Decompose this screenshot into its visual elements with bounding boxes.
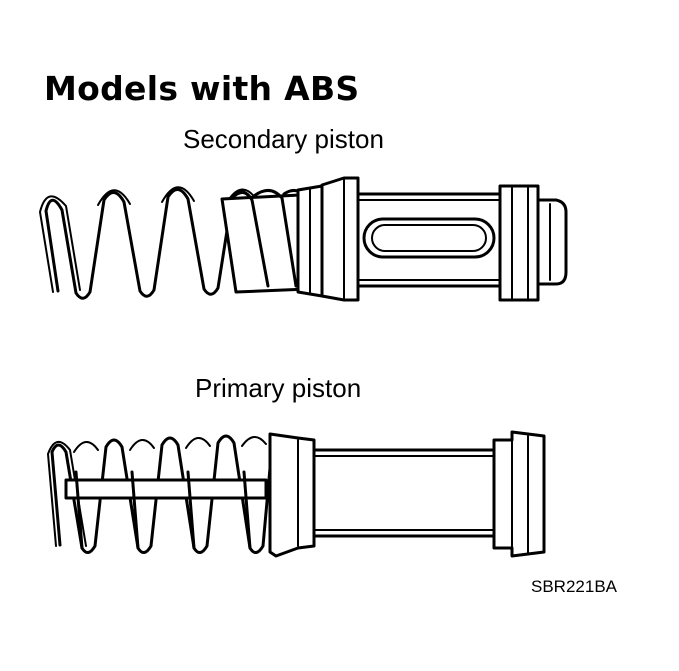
primary-front-cup	[268, 432, 316, 558]
secondary-front-cup	[320, 176, 360, 302]
primary-retainer	[64, 478, 268, 500]
secondary-piston-label: Secondary piston	[183, 124, 384, 154]
primary-rear-cup	[492, 430, 546, 558]
secondary-rear-cup	[498, 184, 540, 302]
secondary-piston	[39, 176, 568, 302]
diagram-title: Models with ABS	[44, 69, 360, 108]
figure-code: SBR221BA	[531, 577, 617, 596]
primary-piston	[47, 430, 546, 558]
primary-piston-label: Primary piston	[195, 373, 362, 403]
secondary-end-cap	[536, 198, 568, 286]
secondary-slot	[362, 217, 496, 259]
secondary-spring	[39, 186, 268, 300]
primary-body	[312, 448, 496, 538]
